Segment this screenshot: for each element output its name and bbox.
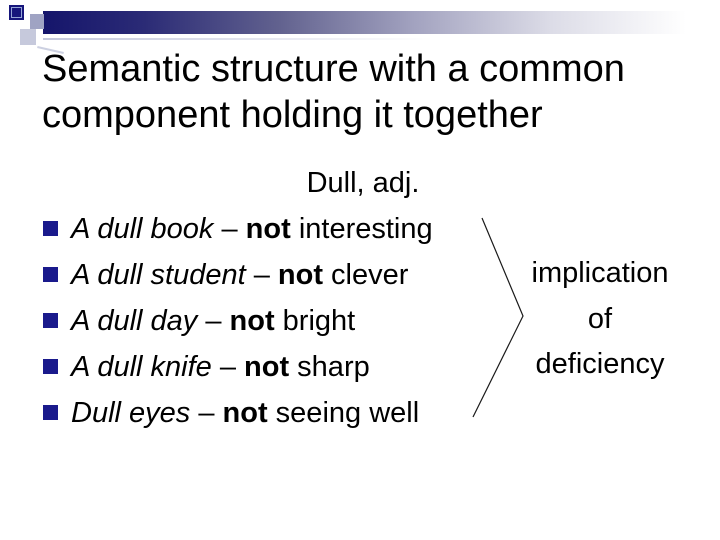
bullet-dash: – xyxy=(190,397,223,429)
bullet-item: A dull knife – not sharp xyxy=(43,344,683,390)
bullet-item: A dull book – not interesting xyxy=(43,206,683,252)
bullet-rest: bright xyxy=(274,305,356,337)
decor-thin-underline xyxy=(43,38,433,40)
bullet-item: A dull student – not clever xyxy=(43,252,683,298)
bullet-term: A dull day xyxy=(71,305,198,337)
bullet-square-icon xyxy=(43,267,58,282)
bullet-term: A dull student xyxy=(71,259,246,291)
side-annotation-line: of xyxy=(587,302,613,335)
bullet-rest: interesting xyxy=(290,213,433,245)
body-heading: Dull, adj. xyxy=(306,167,420,199)
bullet-dash: – xyxy=(197,305,230,337)
bullet-rest: seeing well xyxy=(267,397,420,429)
bullet-rest: sharp xyxy=(289,351,370,383)
side-annotation-line: deficiency xyxy=(535,348,665,380)
chevron-bracket-shape xyxy=(472,217,524,418)
bullet-square-icon xyxy=(43,221,58,236)
slide-title: Semantic structure with a common compone… xyxy=(42,48,625,136)
bullet-negation: not xyxy=(229,305,275,337)
side-annotation-line: implication xyxy=(531,257,669,289)
bullet-term: A dull book xyxy=(71,213,214,245)
bullet-rest: clever xyxy=(323,259,409,291)
bullet-negation: not xyxy=(222,397,268,429)
bullet-term: A dull knife xyxy=(71,351,212,383)
bullet-square-icon xyxy=(43,313,58,328)
bullet-dash: – xyxy=(211,351,245,383)
decor-navy-square-icon xyxy=(9,5,24,20)
bullet-negation: not xyxy=(277,259,323,291)
bullet-item: Dull eyes – not seeing well xyxy=(43,390,683,436)
side-annotation: implication of deficiency xyxy=(505,251,695,388)
bullet-negation: not xyxy=(245,213,291,245)
bullet-square-icon xyxy=(43,359,58,374)
bullet-item: A dull day – not bright xyxy=(43,298,683,344)
bullet-dash: – xyxy=(213,213,246,245)
decor-gray-square-icon xyxy=(30,14,44,29)
body-text-block: Dull, adj. A dull book – not interesting… xyxy=(43,160,683,436)
decor-lavender-square-icon xyxy=(20,29,36,45)
header-gradient-bar xyxy=(43,11,720,34)
bullet-dash: – xyxy=(245,259,278,291)
bullet-negation: not xyxy=(244,351,290,383)
bullet-term: Dull eyes xyxy=(71,397,191,429)
bullet-square-icon xyxy=(43,405,58,420)
